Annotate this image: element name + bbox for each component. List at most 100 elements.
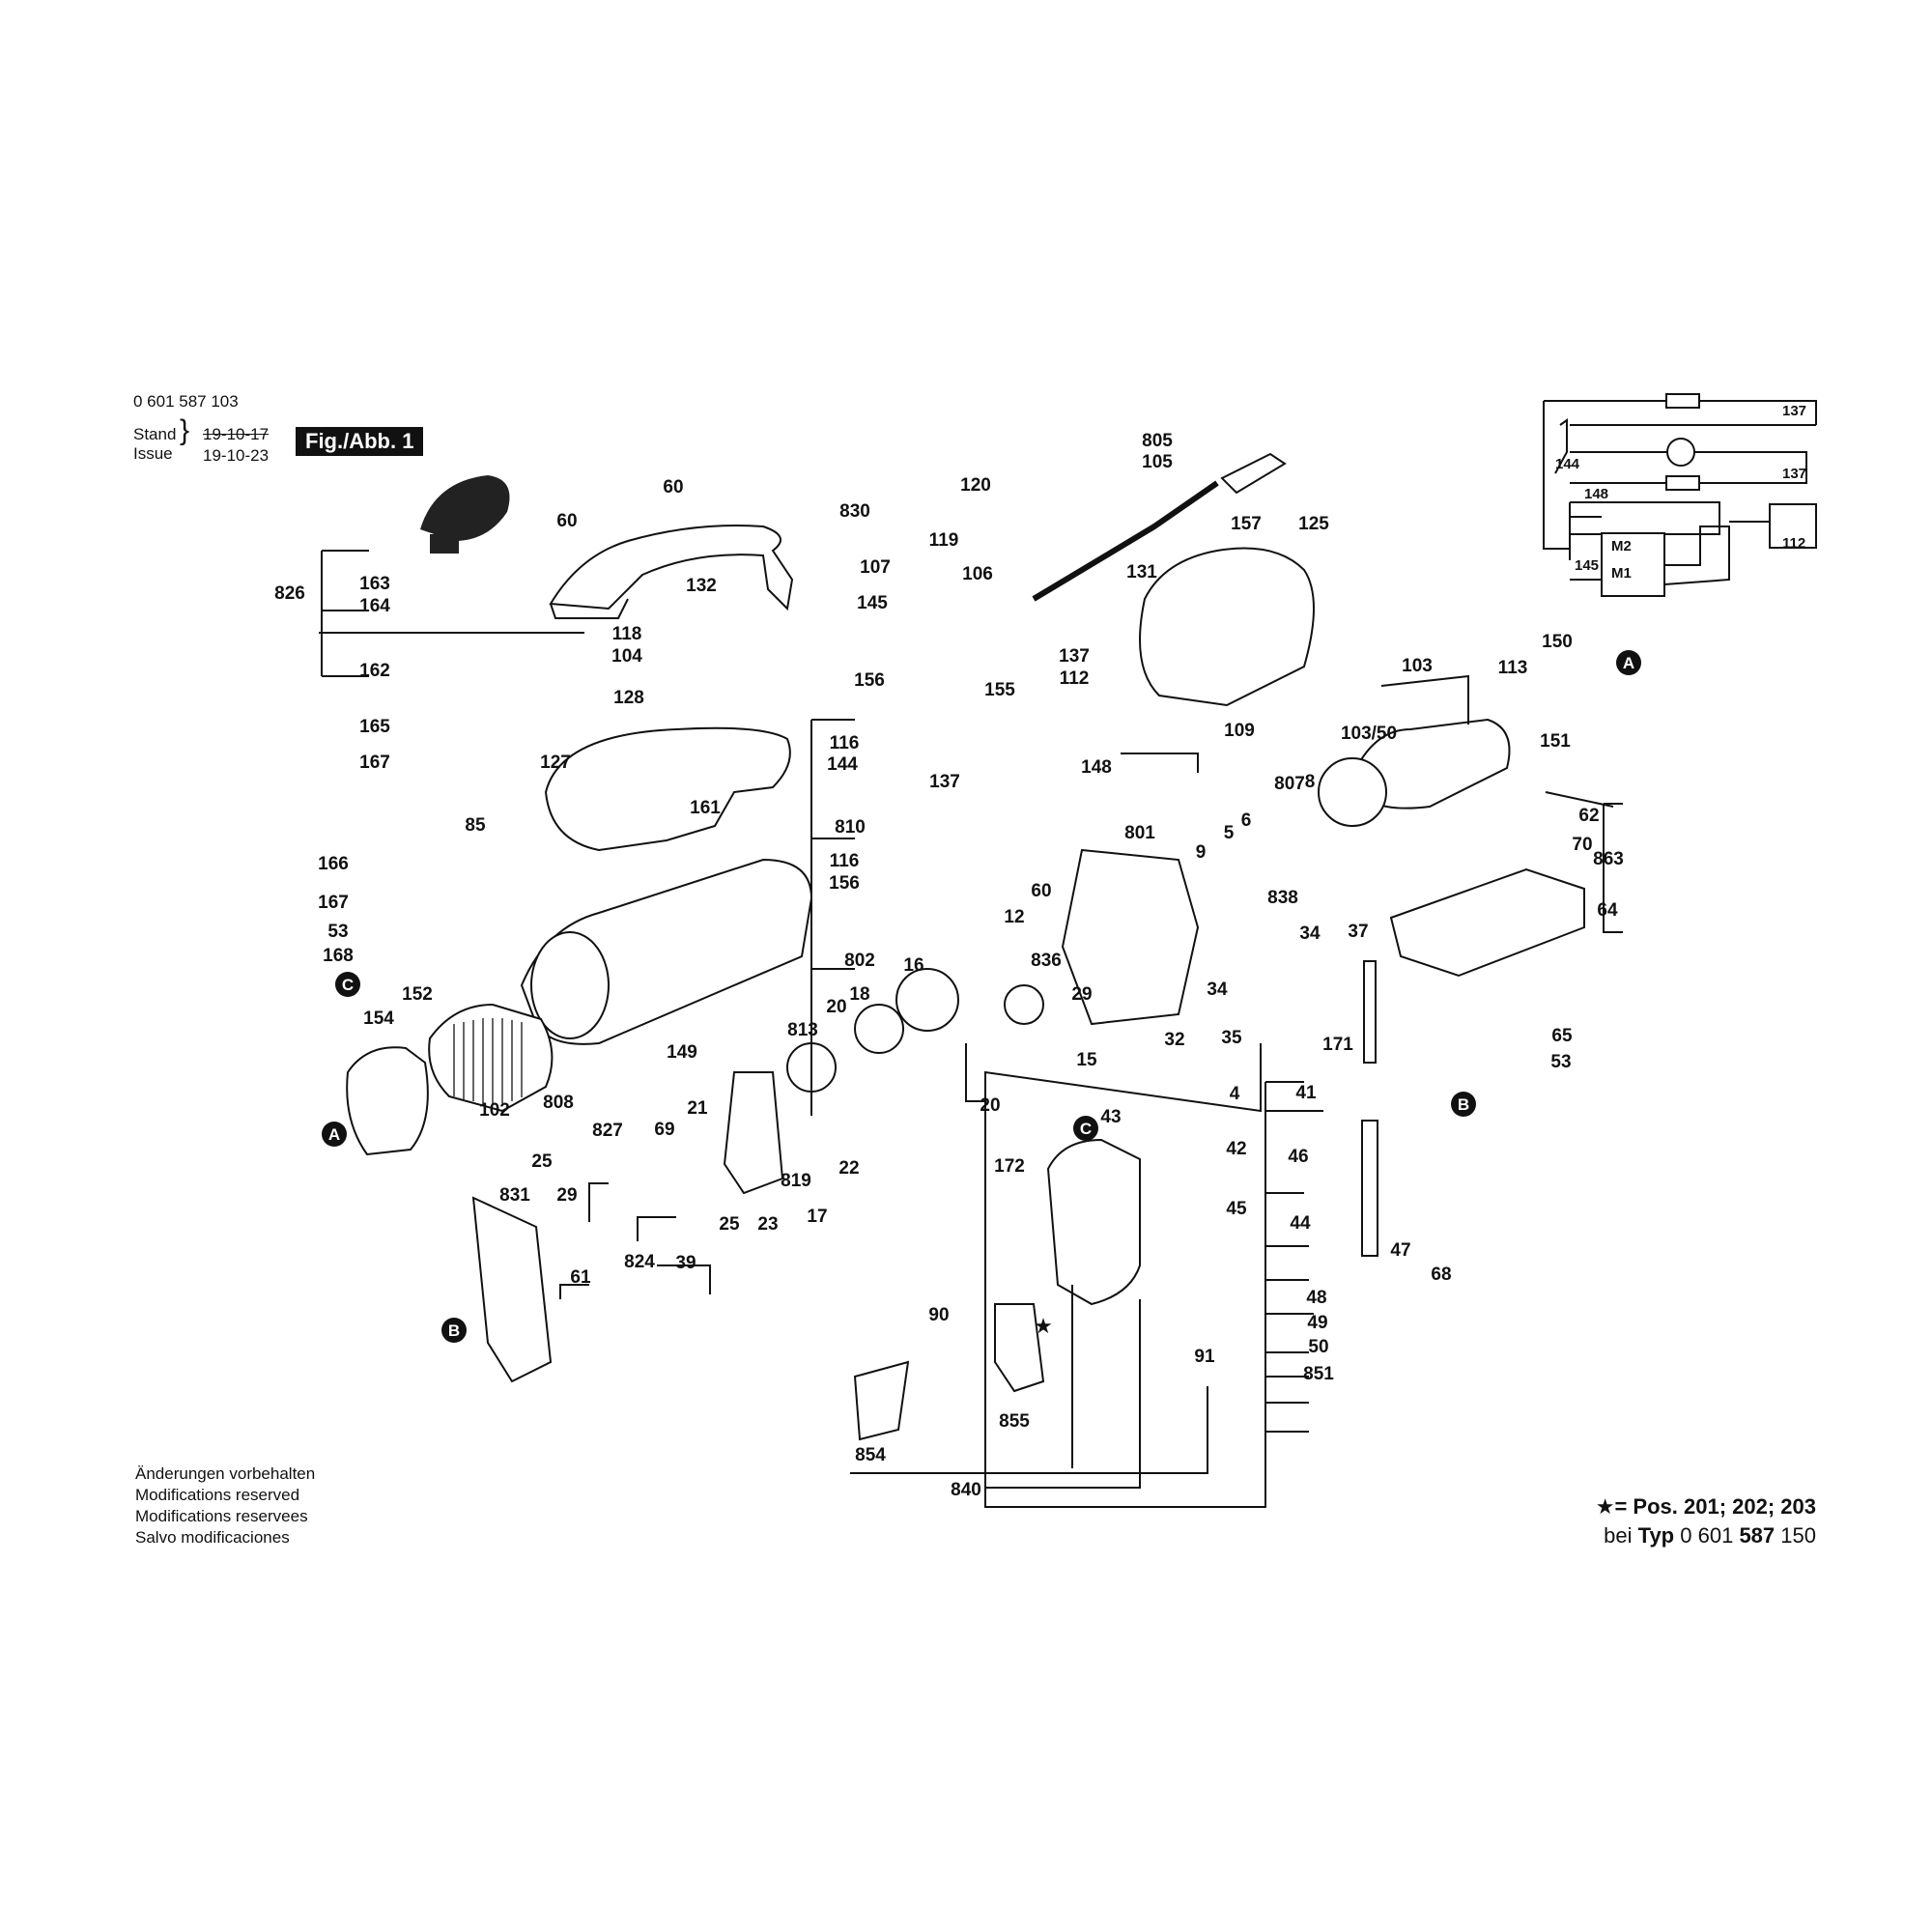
schematic-label: 137 bbox=[1782, 403, 1806, 419]
part-callout: 157 bbox=[1231, 514, 1262, 534]
part-callout: 15 bbox=[1076, 1050, 1097, 1070]
part-callout: 163 bbox=[359, 574, 390, 594]
part-callout: 70 bbox=[1572, 835, 1592, 855]
part-callout: 25 bbox=[531, 1151, 553, 1172]
marker-a-top: A bbox=[1616, 650, 1641, 675]
part-callout: 805 bbox=[1142, 431, 1173, 451]
part-callout: 145 bbox=[857, 593, 888, 613]
part-callout: 23 bbox=[757, 1214, 778, 1235]
part-callout: 45 bbox=[1226, 1199, 1247, 1219]
part-callout: 85 bbox=[465, 815, 486, 836]
part-callout: 8 bbox=[1305, 772, 1316, 792]
schematic-label: M1 bbox=[1611, 565, 1632, 582]
part-callout: 168 bbox=[323, 946, 354, 966]
footer-type-b: 587 bbox=[1739, 1523, 1776, 1548]
marker-a-left-label: A bbox=[328, 1125, 340, 1144]
part-callout: 18 bbox=[849, 984, 869, 1005]
part-callout: 64 bbox=[1597, 900, 1618, 921]
part-callout: 156 bbox=[829, 873, 860, 894]
part-callout: 152 bbox=[402, 984, 433, 1005]
note-es: Salvo modificaciones bbox=[135, 1528, 290, 1547]
part-callout: 34 bbox=[1299, 923, 1321, 944]
part-callout: 137 bbox=[1059, 646, 1090, 667]
part-callout: 35 bbox=[1221, 1028, 1242, 1048]
marker-a-top-label: A bbox=[1623, 654, 1634, 672]
part-callout: 120 bbox=[960, 475, 991, 496]
part-callout: 60 bbox=[663, 477, 683, 497]
part-callout: 144 bbox=[827, 754, 858, 775]
part-callout: 44 bbox=[1290, 1213, 1311, 1234]
part-callout: 851 bbox=[1303, 1364, 1334, 1384]
part-callout: 113 bbox=[1498, 658, 1528, 678]
part-callout: 127 bbox=[540, 753, 571, 773]
part-callout: 119 bbox=[929, 530, 959, 551]
part-callout: 855 bbox=[999, 1411, 1030, 1432]
part-callout: 824 bbox=[624, 1252, 655, 1272]
part-callout: 831 bbox=[499, 1185, 530, 1206]
issue-label: Issue bbox=[133, 444, 173, 463]
part-callout: 827 bbox=[592, 1121, 623, 1141]
schematic-label: 145 bbox=[1575, 557, 1599, 574]
part-callout: 156 bbox=[854, 670, 885, 691]
part-callout: 810 bbox=[835, 817, 866, 838]
part-callout: 50 bbox=[1308, 1337, 1328, 1357]
part-callout: 167 bbox=[318, 893, 349, 913]
part-callout: 69 bbox=[654, 1120, 674, 1140]
modification-notes: Änderungen vorbehalten Modifications res… bbox=[135, 1463, 315, 1548]
part-callout: 128 bbox=[613, 688, 644, 708]
schematic-label: 144 bbox=[1555, 456, 1580, 472]
part-callout: 116 bbox=[830, 851, 860, 871]
part-callout: 118 bbox=[612, 624, 642, 644]
marker-b-left-label: B bbox=[448, 1321, 460, 1340]
stand-label: Stand bbox=[133, 425, 177, 443]
part-callout: 813 bbox=[787, 1020, 818, 1040]
part-callout: 109 bbox=[1224, 721, 1255, 741]
brace-icon: } bbox=[180, 414, 190, 446]
schematic-label: 112 bbox=[1782, 535, 1805, 552]
part-callout: 21 bbox=[687, 1098, 708, 1119]
part-callout: 20 bbox=[980, 1095, 1000, 1116]
reference-markers: A A B B C C bbox=[322, 650, 1641, 1343]
footer-positions: = Pos. 201; 202; 203 bbox=[1614, 1494, 1816, 1519]
part-callout: 34 bbox=[1207, 980, 1228, 1000]
part-callout: 150 bbox=[1542, 632, 1573, 652]
part-callout: 25 bbox=[719, 1214, 740, 1235]
part-callout: 46 bbox=[1288, 1147, 1308, 1167]
part-callout: 91 bbox=[1194, 1347, 1215, 1367]
marker-c-left: C bbox=[335, 972, 360, 997]
footer-note: ★= Pos. 201; 202; 203 bei Typ 0 601 587 … bbox=[1596, 1492, 1816, 1550]
part-callout: 43 bbox=[1100, 1107, 1121, 1127]
stand-date: 19-10-17 bbox=[203, 425, 270, 443]
part-callout: 154 bbox=[363, 1009, 394, 1029]
part-callout: 32 bbox=[1164, 1030, 1184, 1050]
star-icon: ★ bbox=[1595, 1494, 1615, 1519]
wiring-schematic bbox=[1543, 393, 1817, 597]
part-callout: 854 bbox=[855, 1445, 886, 1465]
figure-label: Fig./Abb. 1 bbox=[296, 427, 424, 456]
part-callout: 4 bbox=[1230, 1084, 1240, 1104]
footer-type-a: 0 601 bbox=[1680, 1523, 1734, 1548]
part-callout: 103/50 bbox=[1341, 724, 1397, 744]
part-callout: 12 bbox=[1004, 907, 1024, 927]
part-callout: 801 bbox=[1124, 823, 1155, 843]
part-callout: 807 bbox=[1274, 774, 1305, 794]
part-callout: 60 bbox=[556, 511, 577, 531]
schematic-label: 137 bbox=[1782, 466, 1806, 482]
part-callout: 29 bbox=[556, 1185, 577, 1206]
note-de: Änderungen vorbehalten bbox=[135, 1464, 316, 1483]
part-callout: 161 bbox=[690, 798, 721, 818]
part-callout: 37 bbox=[1348, 922, 1368, 942]
marker-c-mid: C bbox=[1073, 1116, 1098, 1141]
part-callout: 106 bbox=[962, 564, 993, 584]
part-callout: 840 bbox=[951, 1480, 981, 1500]
marker-b-left: B bbox=[441, 1318, 467, 1343]
part-callout: 65 bbox=[1551, 1026, 1573, 1046]
part-callout: 167 bbox=[359, 753, 390, 773]
part-callout: 107 bbox=[860, 557, 891, 578]
schematic-label: M2 bbox=[1611, 538, 1632, 554]
leader-lines bbox=[319, 550, 1623, 1508]
part-callout: 9 bbox=[1196, 842, 1207, 863]
